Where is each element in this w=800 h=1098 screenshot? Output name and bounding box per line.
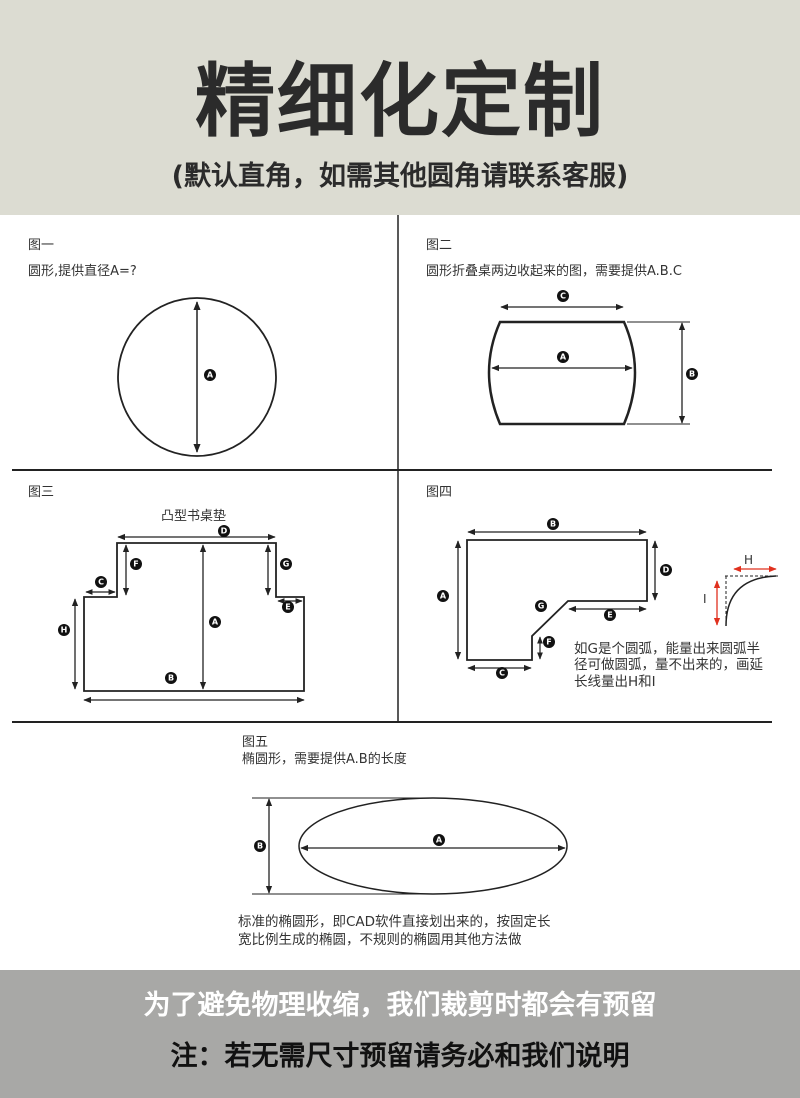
dimension-badge-d: D	[660, 564, 672, 576]
svg-text:H: H	[61, 626, 68, 635]
svg-text:A: A	[207, 371, 214, 380]
dimension-badge-e: E	[604, 609, 616, 621]
dimension-badge-c: C	[557, 290, 569, 302]
dimension-badge-b: B	[254, 840, 266, 852]
svg-text:A: A	[440, 592, 447, 601]
dimension-badge-a: A	[209, 616, 221, 628]
svg-text:B: B	[550, 520, 556, 529]
figure-2: 图二 圆形折叠桌两边收起来的图，需要提供A.B.C C A B	[426, 238, 698, 426]
header-banner	[0, 0, 800, 215]
figure-4-note-line-3: 长线量出H和I	[574, 674, 656, 690]
inset-label-h: H	[744, 553, 753, 567]
figure-1: 图一 圆形,提供直径A=? A	[28, 238, 277, 457]
figure-5-desc: 椭圆形，需要提供A.B的长度	[242, 751, 407, 767]
dimension-badge-f: F	[543, 636, 555, 648]
svg-text:C: C	[499, 669, 505, 678]
svg-text:B: B	[168, 674, 174, 683]
arc-inset-diagram: H I	[703, 553, 778, 627]
svg-text:C: C	[98, 578, 104, 587]
figure-4: 图四 B A D E G F C H I 如G是个圆弧，能量出来圆弧	[426, 485, 778, 690]
diagram-panel: 图一 圆形,提供直径A=? A 图二 圆形折叠桌两边收起来的图，需要提供A.B.…	[12, 215, 778, 948]
figure-5-note-line-1: 标准的椭圆形，即CAD软件直接划出来的，按固定长	[238, 913, 551, 930]
svg-text:F: F	[133, 560, 138, 569]
svg-text:E: E	[607, 611, 612, 620]
folding-table-shape	[487, 320, 637, 426]
dimension-badge-g: G	[535, 600, 547, 612]
dimension-badge-c: C	[496, 667, 508, 679]
figure-4-note-line-1: 如G是个圆弧，能量出来圆弧半	[574, 641, 760, 657]
svg-text:A: A	[436, 836, 443, 845]
dimension-badge-h: H	[58, 624, 70, 636]
grid-lines	[12, 215, 772, 723]
page-subtitle: (默认直角，如需其他圆角请联系客服)	[171, 161, 629, 192]
footer-line-1: 为了避免物理收缩，我们裁剪时都会有预留	[143, 990, 657, 1021]
footer-line-2: 注：若无需尺寸预留请务必和我们说明	[170, 1041, 630, 1072]
dimension-badge-e: E	[282, 601, 294, 613]
figure-1-name: 图一	[28, 238, 54, 253]
dimension-badge-f: F	[130, 558, 142, 570]
circle-shape	[117, 297, 277, 457]
inset-label-i: I	[703, 592, 707, 606]
dimension-badge-a: A	[433, 834, 445, 846]
dimension-badge-d: D	[218, 525, 230, 537]
figure-3-caption: 凸型书桌垫	[161, 508, 226, 524]
svg-text:A: A	[560, 353, 567, 362]
svg-text:G: G	[538, 602, 545, 611]
figure-4-name: 图四	[426, 485, 452, 500]
svg-text:F: F	[546, 638, 551, 647]
footer-banner	[0, 970, 800, 1098]
svg-text:D: D	[221, 527, 228, 536]
svg-text:G: G	[283, 560, 290, 569]
svg-text:C: C	[560, 292, 566, 301]
figure-1-desc: 圆形,提供直径A=?	[28, 263, 137, 279]
svg-text:B: B	[257, 842, 263, 851]
dimension-badge-g: G	[280, 558, 292, 570]
dimension-badge-b: B	[686, 368, 698, 380]
dimension-badge-a: A	[557, 351, 569, 363]
l-shape-outline	[466, 539, 648, 661]
figure-3-name: 图三	[28, 485, 54, 500]
convex-desk-pad-shape	[83, 542, 305, 692]
figure-4-note-line-2: 径可做圆弧，量不出来的，画延	[574, 657, 763, 673]
ellipse-shape	[298, 797, 568, 895]
dimension-badge-b: B	[165, 672, 177, 684]
dimension-badge-a: A	[204, 369, 216, 381]
svg-text:A: A	[212, 618, 219, 627]
svg-text:B: B	[689, 370, 695, 379]
page-title: 精细化定制	[195, 55, 605, 148]
figure-2-name: 图二	[426, 238, 452, 253]
figure-5-name: 图五	[242, 735, 268, 750]
figure-3: 图三 凸型书桌垫 D A B F G C E H	[28, 485, 305, 704]
svg-text:E: E	[285, 603, 290, 612]
dimension-badge-c: C	[95, 576, 107, 588]
figure-5-note-line-2: 宽比例生成的椭圆，不规则的椭圆用其他方法做	[238, 931, 522, 948]
figure-2-desc: 圆形折叠桌两边收起来的图，需要提供A.B.C	[426, 263, 682, 279]
svg-text:D: D	[663, 566, 670, 575]
figure-5: 图五 椭圆形，需要提供A.B的长度 A B 标准的椭圆形，即CAD软件直接划出来…	[238, 735, 568, 948]
dimension-badge-a: A	[437, 590, 449, 602]
dimension-badge-b: B	[547, 518, 559, 530]
